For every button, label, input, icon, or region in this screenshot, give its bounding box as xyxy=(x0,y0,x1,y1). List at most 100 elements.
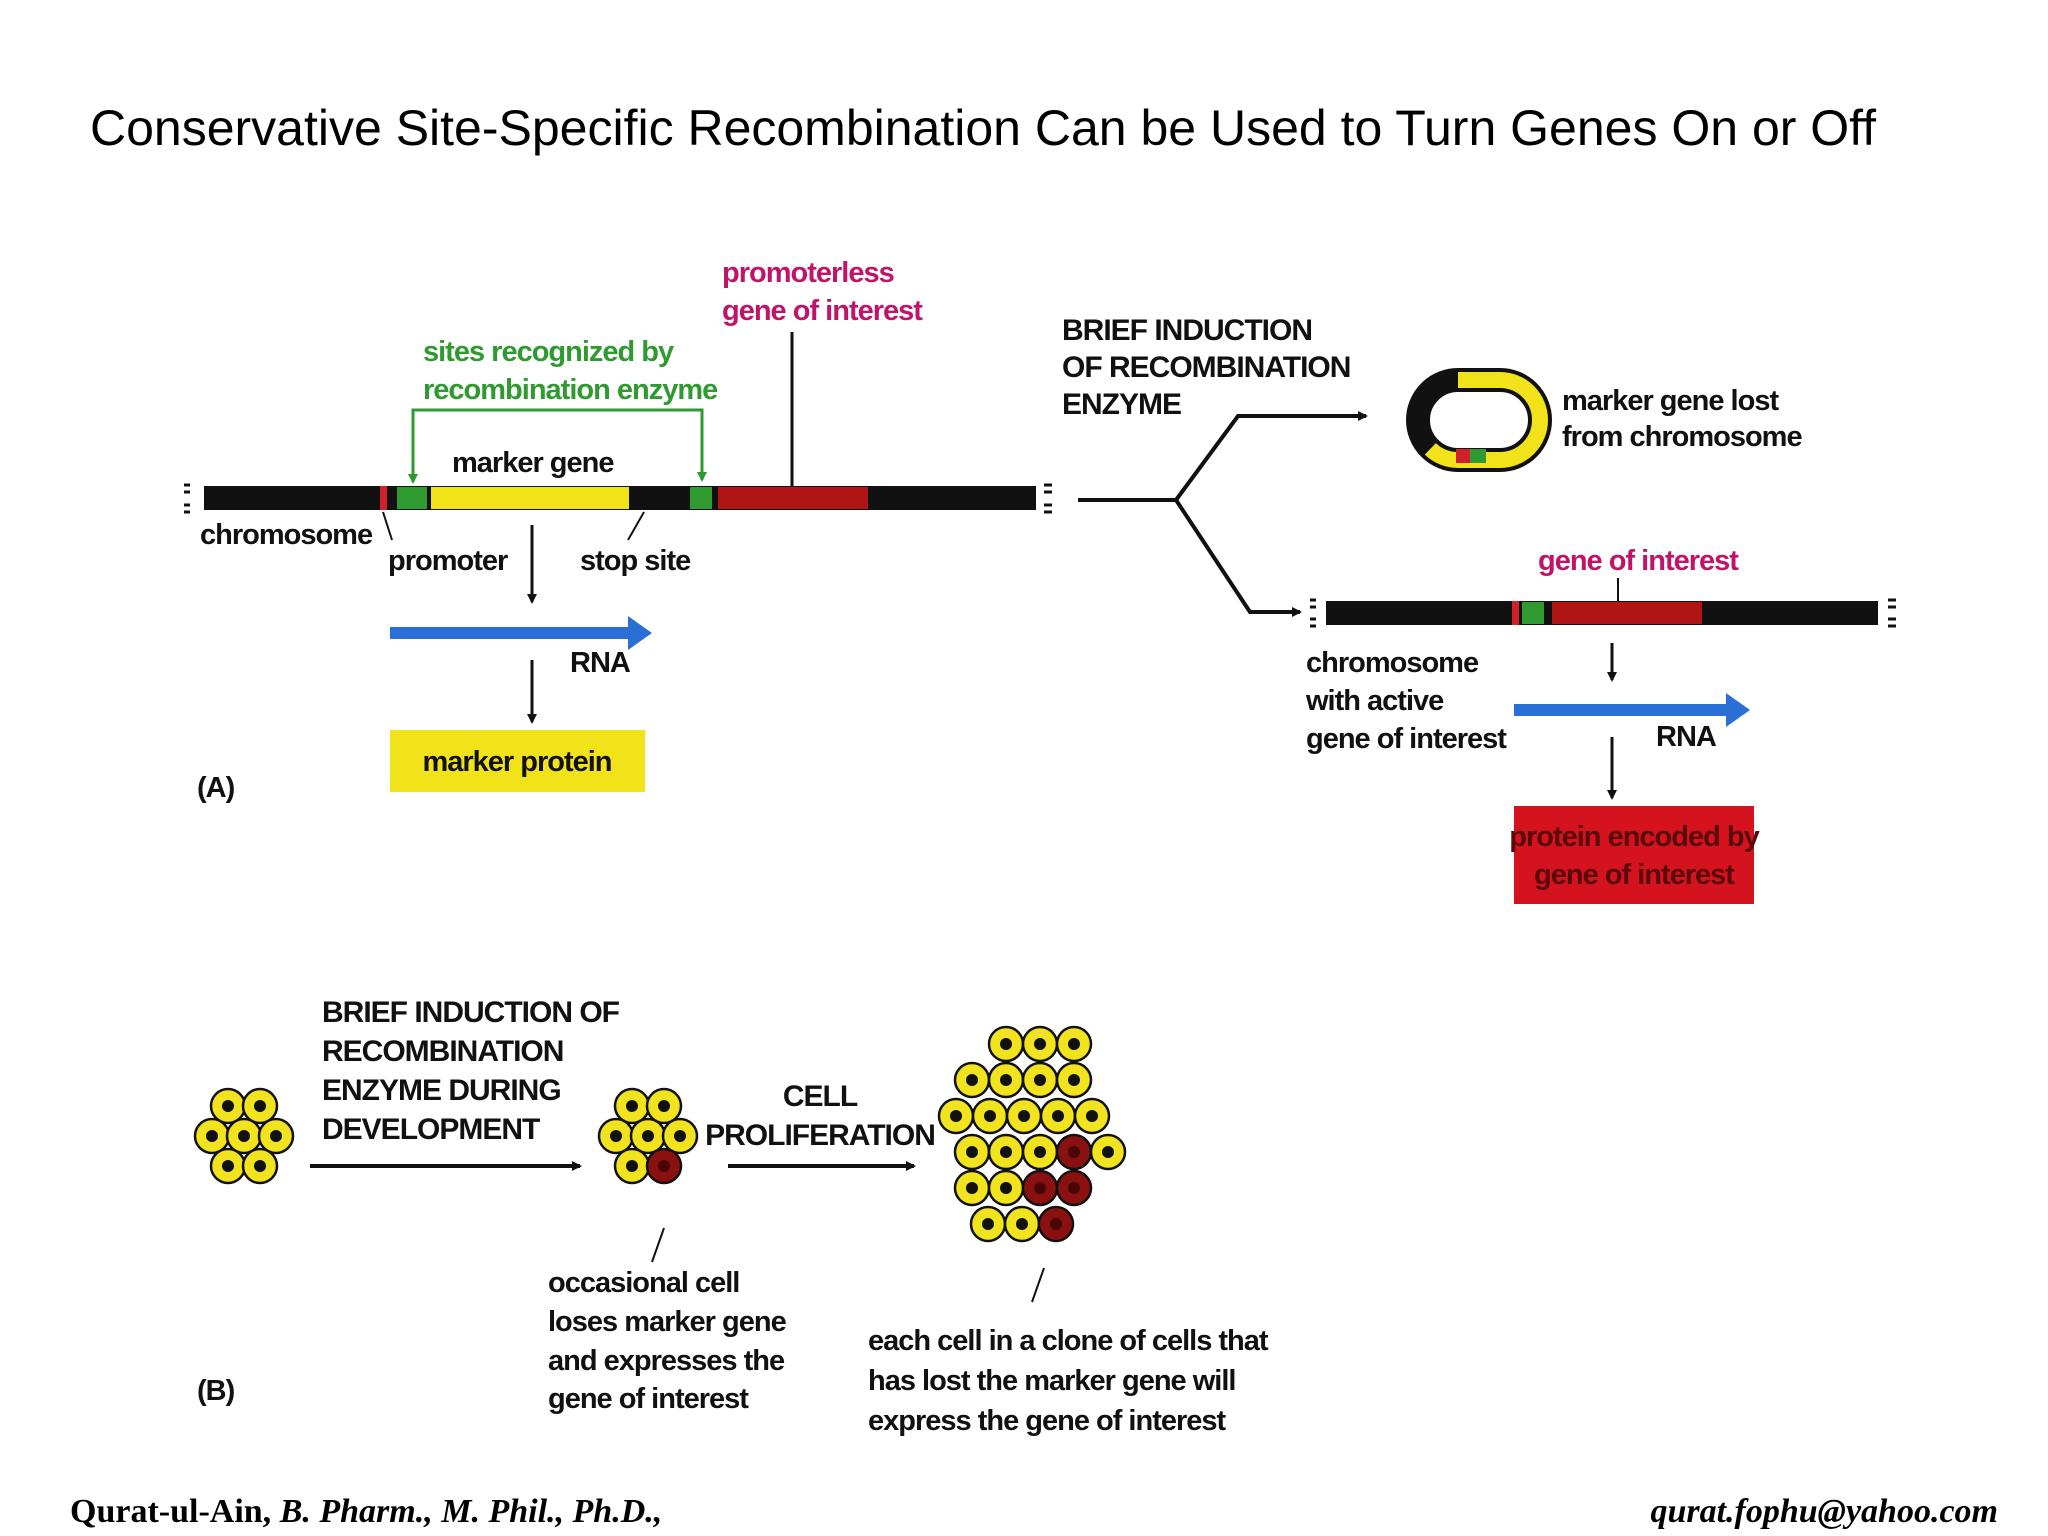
rna-arrow-shaft-2 xyxy=(1514,704,1728,716)
induction-b-label-line4: DEVELOPMENT xyxy=(322,1113,540,1146)
marker-protein-label: marker protein xyxy=(422,746,611,778)
active-gene-segment xyxy=(1552,602,1702,624)
recombination-site-right xyxy=(690,487,712,509)
rna-arrow-head-2 xyxy=(1726,693,1750,727)
cell-nucleus xyxy=(1018,1110,1030,1122)
rna-label-2: RNA xyxy=(1656,721,1717,753)
cell-nucleus xyxy=(950,1110,962,1122)
cell-cluster-after-induction xyxy=(597,1087,699,1185)
rna-arrow-shaft xyxy=(390,627,630,639)
protein-box xyxy=(1514,806,1754,904)
cell-nucleus xyxy=(206,1130,218,1142)
cell-nucleus xyxy=(222,1160,234,1172)
cell-nucleus xyxy=(982,1218,994,1230)
cell-nucleus xyxy=(1034,1182,1046,1194)
cell-nucleus xyxy=(1000,1182,1012,1194)
cell-nucleus xyxy=(1034,1146,1046,1158)
occasional-cell-label-line1: occasional cell xyxy=(548,1267,739,1299)
marker-gene-label: marker gene xyxy=(452,447,614,479)
chromosome-label: chromosome xyxy=(200,519,373,551)
rna-arrow-head xyxy=(628,616,652,650)
promoter-segment xyxy=(380,486,387,510)
active-chromosome-label-line3: gene of interest xyxy=(1306,723,1507,755)
occasional-cell-label-line2: loses marker gene xyxy=(548,1306,787,1338)
marker-protein-box xyxy=(390,730,645,792)
active-chromosome-label-line1: chromosome xyxy=(1306,647,1479,679)
induction-b-label-line1: BRIEF INDUCTION OF xyxy=(322,996,620,1029)
cell-nucleus xyxy=(1050,1218,1062,1230)
footer-author: Qurat-ul-Ain, B. Pharm., M. Phil., Ph.D.… xyxy=(70,1493,662,1530)
cell-nucleus xyxy=(1034,1074,1046,1086)
footer-author-name: Qurat-ul-Ain, xyxy=(70,1493,271,1530)
cell-nucleus xyxy=(238,1130,250,1142)
cell-nucleus xyxy=(270,1130,282,1142)
promoterless-gene-label: gene of interest xyxy=(722,295,923,327)
cell-nucleus xyxy=(1068,1038,1080,1050)
marker-lost-label-line1: marker gene lost xyxy=(1562,385,1779,417)
cell-nucleus xyxy=(658,1100,670,1112)
panel-b-label: (B) xyxy=(197,1375,235,1407)
induction-label-line2: OF RECOMBINATION xyxy=(1062,351,1350,384)
clone-label-line3: express the gene of interest xyxy=(868,1405,1227,1437)
cell-nucleus xyxy=(1000,1038,1012,1050)
cell-nucleus xyxy=(1068,1074,1080,1086)
cell-nucleus xyxy=(626,1160,638,1172)
cell-nucleus xyxy=(674,1130,686,1142)
marker-gene-segment xyxy=(431,487,629,509)
panel-b: BRIEF INDUCTION OF RECOMBINATION ENZYME … xyxy=(193,996,1270,1437)
cell-nucleus xyxy=(984,1110,996,1122)
clone-label-line2: has lost the marker gene will xyxy=(868,1365,1235,1397)
cell-nucleus xyxy=(254,1100,266,1112)
cell-nucleus xyxy=(222,1100,234,1112)
slide-title: Conservative Site-Specific Recombination… xyxy=(90,100,1876,156)
gene-of-interest-label: gene of interest xyxy=(1538,545,1739,577)
chromosome-original xyxy=(184,483,1052,514)
cell-nucleus xyxy=(658,1160,670,1172)
cell-nucleus xyxy=(966,1074,978,1086)
cell-nucleus xyxy=(1000,1074,1012,1086)
panel-a-label: (A) xyxy=(197,772,235,804)
protein-label-line1: protein encoded by xyxy=(1509,821,1759,853)
cell-nucleus xyxy=(626,1100,638,1112)
footer-degrees: B. Pharm., M. Phil., Ph.D., xyxy=(271,1493,662,1530)
cell-nucleus xyxy=(1052,1110,1064,1122)
recombination-site-left xyxy=(397,487,427,509)
cell-nucleus xyxy=(1102,1146,1114,1158)
promoterless-label: promoterless xyxy=(722,257,894,289)
promoter-label: promoter xyxy=(388,545,508,577)
cell-nucleus xyxy=(1068,1182,1080,1194)
cell-nucleus xyxy=(1000,1146,1012,1158)
induction-label-line1: BRIEF INDUCTION xyxy=(1062,314,1312,347)
stop-site-label: stop site xyxy=(580,545,691,577)
occasional-cell-label-line3: and expresses the xyxy=(548,1345,785,1377)
marker-lost-label-line2: from chromosome xyxy=(1562,421,1802,453)
cell-nucleus xyxy=(254,1160,266,1172)
cell-nucleus xyxy=(966,1182,978,1194)
footer-email: qurat.fophu@yahoo.com xyxy=(1650,1493,1998,1530)
cell-nucleus xyxy=(642,1130,654,1142)
induction-b-label-line3: ENZYME DURING xyxy=(322,1074,561,1107)
rna-label: RNA xyxy=(570,647,631,679)
proliferation-label-line2: PROLIFERATION xyxy=(705,1119,935,1152)
excised-marker-circle xyxy=(1406,368,1552,472)
occasional-cell-label-line4: gene of interest xyxy=(548,1383,749,1415)
chromosome-recombined xyxy=(1310,598,1896,628)
sites-label-line2: recombination enzyme xyxy=(423,374,718,406)
clone-label-line1: each cell in a clone of cells that xyxy=(868,1325,1269,1357)
cell-nucleus xyxy=(1034,1038,1046,1050)
panel-a: promoterless gene of interest sites reco… xyxy=(184,257,1896,904)
induction-b-label-line2: RECOMBINATION xyxy=(322,1035,563,1068)
cell-nucleus xyxy=(966,1146,978,1158)
cell-nucleus xyxy=(1068,1146,1080,1158)
active-chromosome-label-line2: with active xyxy=(1305,685,1444,717)
cell-cluster-clone xyxy=(937,1025,1127,1243)
induction-label-line3: ENZYME xyxy=(1062,388,1181,421)
cell-cluster-initial xyxy=(193,1087,295,1185)
proliferation-label-line1: CELL xyxy=(783,1080,858,1113)
sites-label-line1: sites recognized by xyxy=(423,336,674,368)
cell-nucleus xyxy=(1086,1110,1098,1122)
cell-nucleus xyxy=(610,1130,622,1142)
gene-of-interest-segment xyxy=(718,487,868,509)
cell-nucleus xyxy=(1016,1218,1028,1230)
